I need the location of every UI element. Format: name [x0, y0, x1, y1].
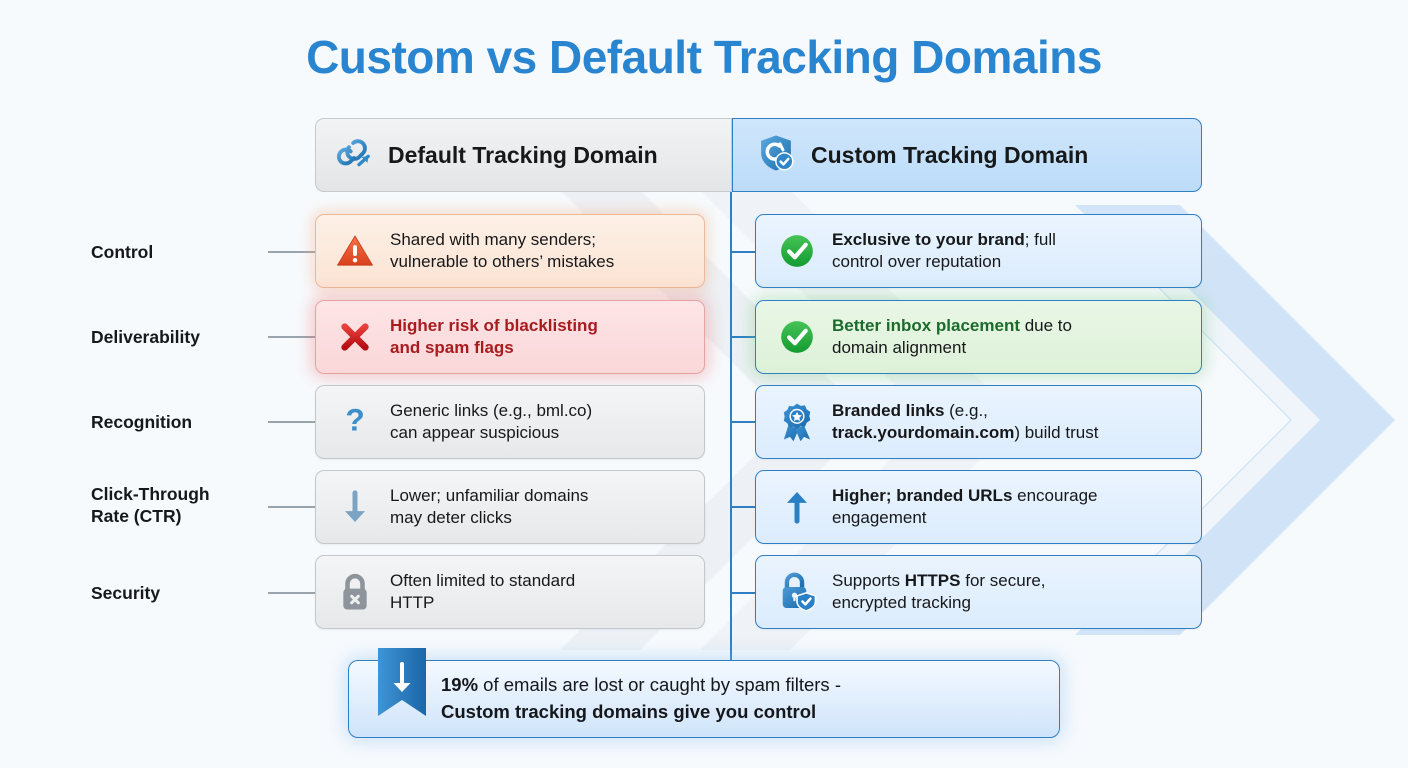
shield-check-icon	[755, 132, 797, 179]
cell-default-control-text: Shared with many senders; vulnerable to …	[390, 229, 615, 271]
green-check-circle-icon	[772, 227, 822, 275]
connector-right-5	[731, 592, 755, 594]
page-title: Custom vs Default Tracking Domains	[306, 31, 1102, 83]
red-x-icon	[330, 313, 380, 361]
cell-custom-ctr-text: Higher; branded URLs encourage engagemen…	[832, 485, 1098, 527]
cell-default-control: Shared with many senders; vulnerable to …	[315, 214, 705, 288]
cell-default-security-text: Often limited to standard HTTP	[390, 570, 576, 612]
ribbon-down-arrow-icon	[378, 648, 426, 722]
column-header-default-label: Default Tracking Domain	[388, 141, 658, 168]
green-check-circle-icon	[772, 313, 822, 361]
cell-default-deliverability: Higher risk of blacklisting and spam fla…	[315, 300, 705, 374]
row-label-control: Control	[91, 242, 154, 262]
cell-default-deliverability-text: Higher risk of blacklisting and spam fla…	[390, 315, 598, 357]
cell-custom-control: Exclusive to your brand; full control ov…	[755, 214, 1202, 288]
cell-default-ctr: Lower; unfamiliar domains may deter clic…	[315, 470, 705, 544]
arrow-up-icon	[772, 483, 822, 531]
connector-right-3	[731, 421, 755, 423]
connector-right-2	[731, 336, 755, 338]
cell-custom-deliverability: Better inbox placement due to domain ali…	[755, 300, 1202, 374]
cell-custom-deliverability-text: Better inbox placement due to domain ali…	[832, 315, 1072, 357]
column-header-custom: Custom Tracking Domain	[732, 118, 1202, 192]
row-label-recognition: Recognition	[91, 412, 193, 432]
cell-custom-ctr: Higher; branded URLs encourage engagemen…	[755, 470, 1202, 544]
connector-left-2	[268, 336, 316, 338]
connector-left-5	[268, 592, 316, 594]
cell-custom-recognition-text: Branded links (e.g., track.yourdomain.co…	[832, 400, 1099, 442]
lock-x-icon	[330, 568, 380, 616]
column-header-default: Default Tracking Domain	[315, 118, 732, 192]
connector-left-3	[268, 421, 316, 423]
lock-check-icon	[772, 568, 822, 616]
connector-left-1	[268, 251, 316, 253]
question-mark-icon: ?	[330, 398, 380, 446]
warning-triangle-icon	[330, 227, 380, 275]
connector-right-4	[731, 506, 755, 508]
svg-text:?: ?	[345, 402, 364, 437]
award-ribbon-star-icon	[772, 398, 822, 446]
cell-default-ctr-text: Lower; unfamiliar domains may deter clic…	[390, 485, 589, 527]
broken-link-arrow-icon	[334, 133, 374, 178]
cell-custom-recognition: Branded links (e.g., track.yourdomain.co…	[755, 385, 1202, 459]
row-label-deliverability: Deliverability	[91, 327, 200, 347]
bottom-callout-text: 19% of emails are lost or caught by spam…	[441, 674, 841, 722]
cell-default-security: Often limited to standard HTTP	[315, 555, 705, 629]
arrow-down-icon	[330, 483, 380, 531]
column-header-custom-label: Custom Tracking Domain	[811, 141, 1089, 168]
center-spine-line	[730, 119, 732, 671]
cell-default-recognition: ? Generic links (e.g., bml.co) can appea…	[315, 385, 705, 459]
cell-custom-control-text: Exclusive to your brand; full control ov…	[832, 229, 1056, 271]
cell-custom-security: Supports HTTPS for secure, encrypted tra…	[755, 555, 1202, 629]
connector-left-4	[268, 506, 316, 508]
row-label-ctr: Click-Through Rate (CTR)	[91, 484, 210, 527]
bottom-callout-banner: 19% of emails are lost or caught by spam…	[348, 660, 1060, 738]
cell-custom-security-text: Supports HTTPS for secure, encrypted tra…	[832, 570, 1046, 612]
cell-default-recognition-text: Generic links (e.g., bml.co) can appear …	[390, 400, 593, 442]
row-label-security: Security	[91, 583, 161, 603]
connector-right-1	[731, 251, 755, 253]
